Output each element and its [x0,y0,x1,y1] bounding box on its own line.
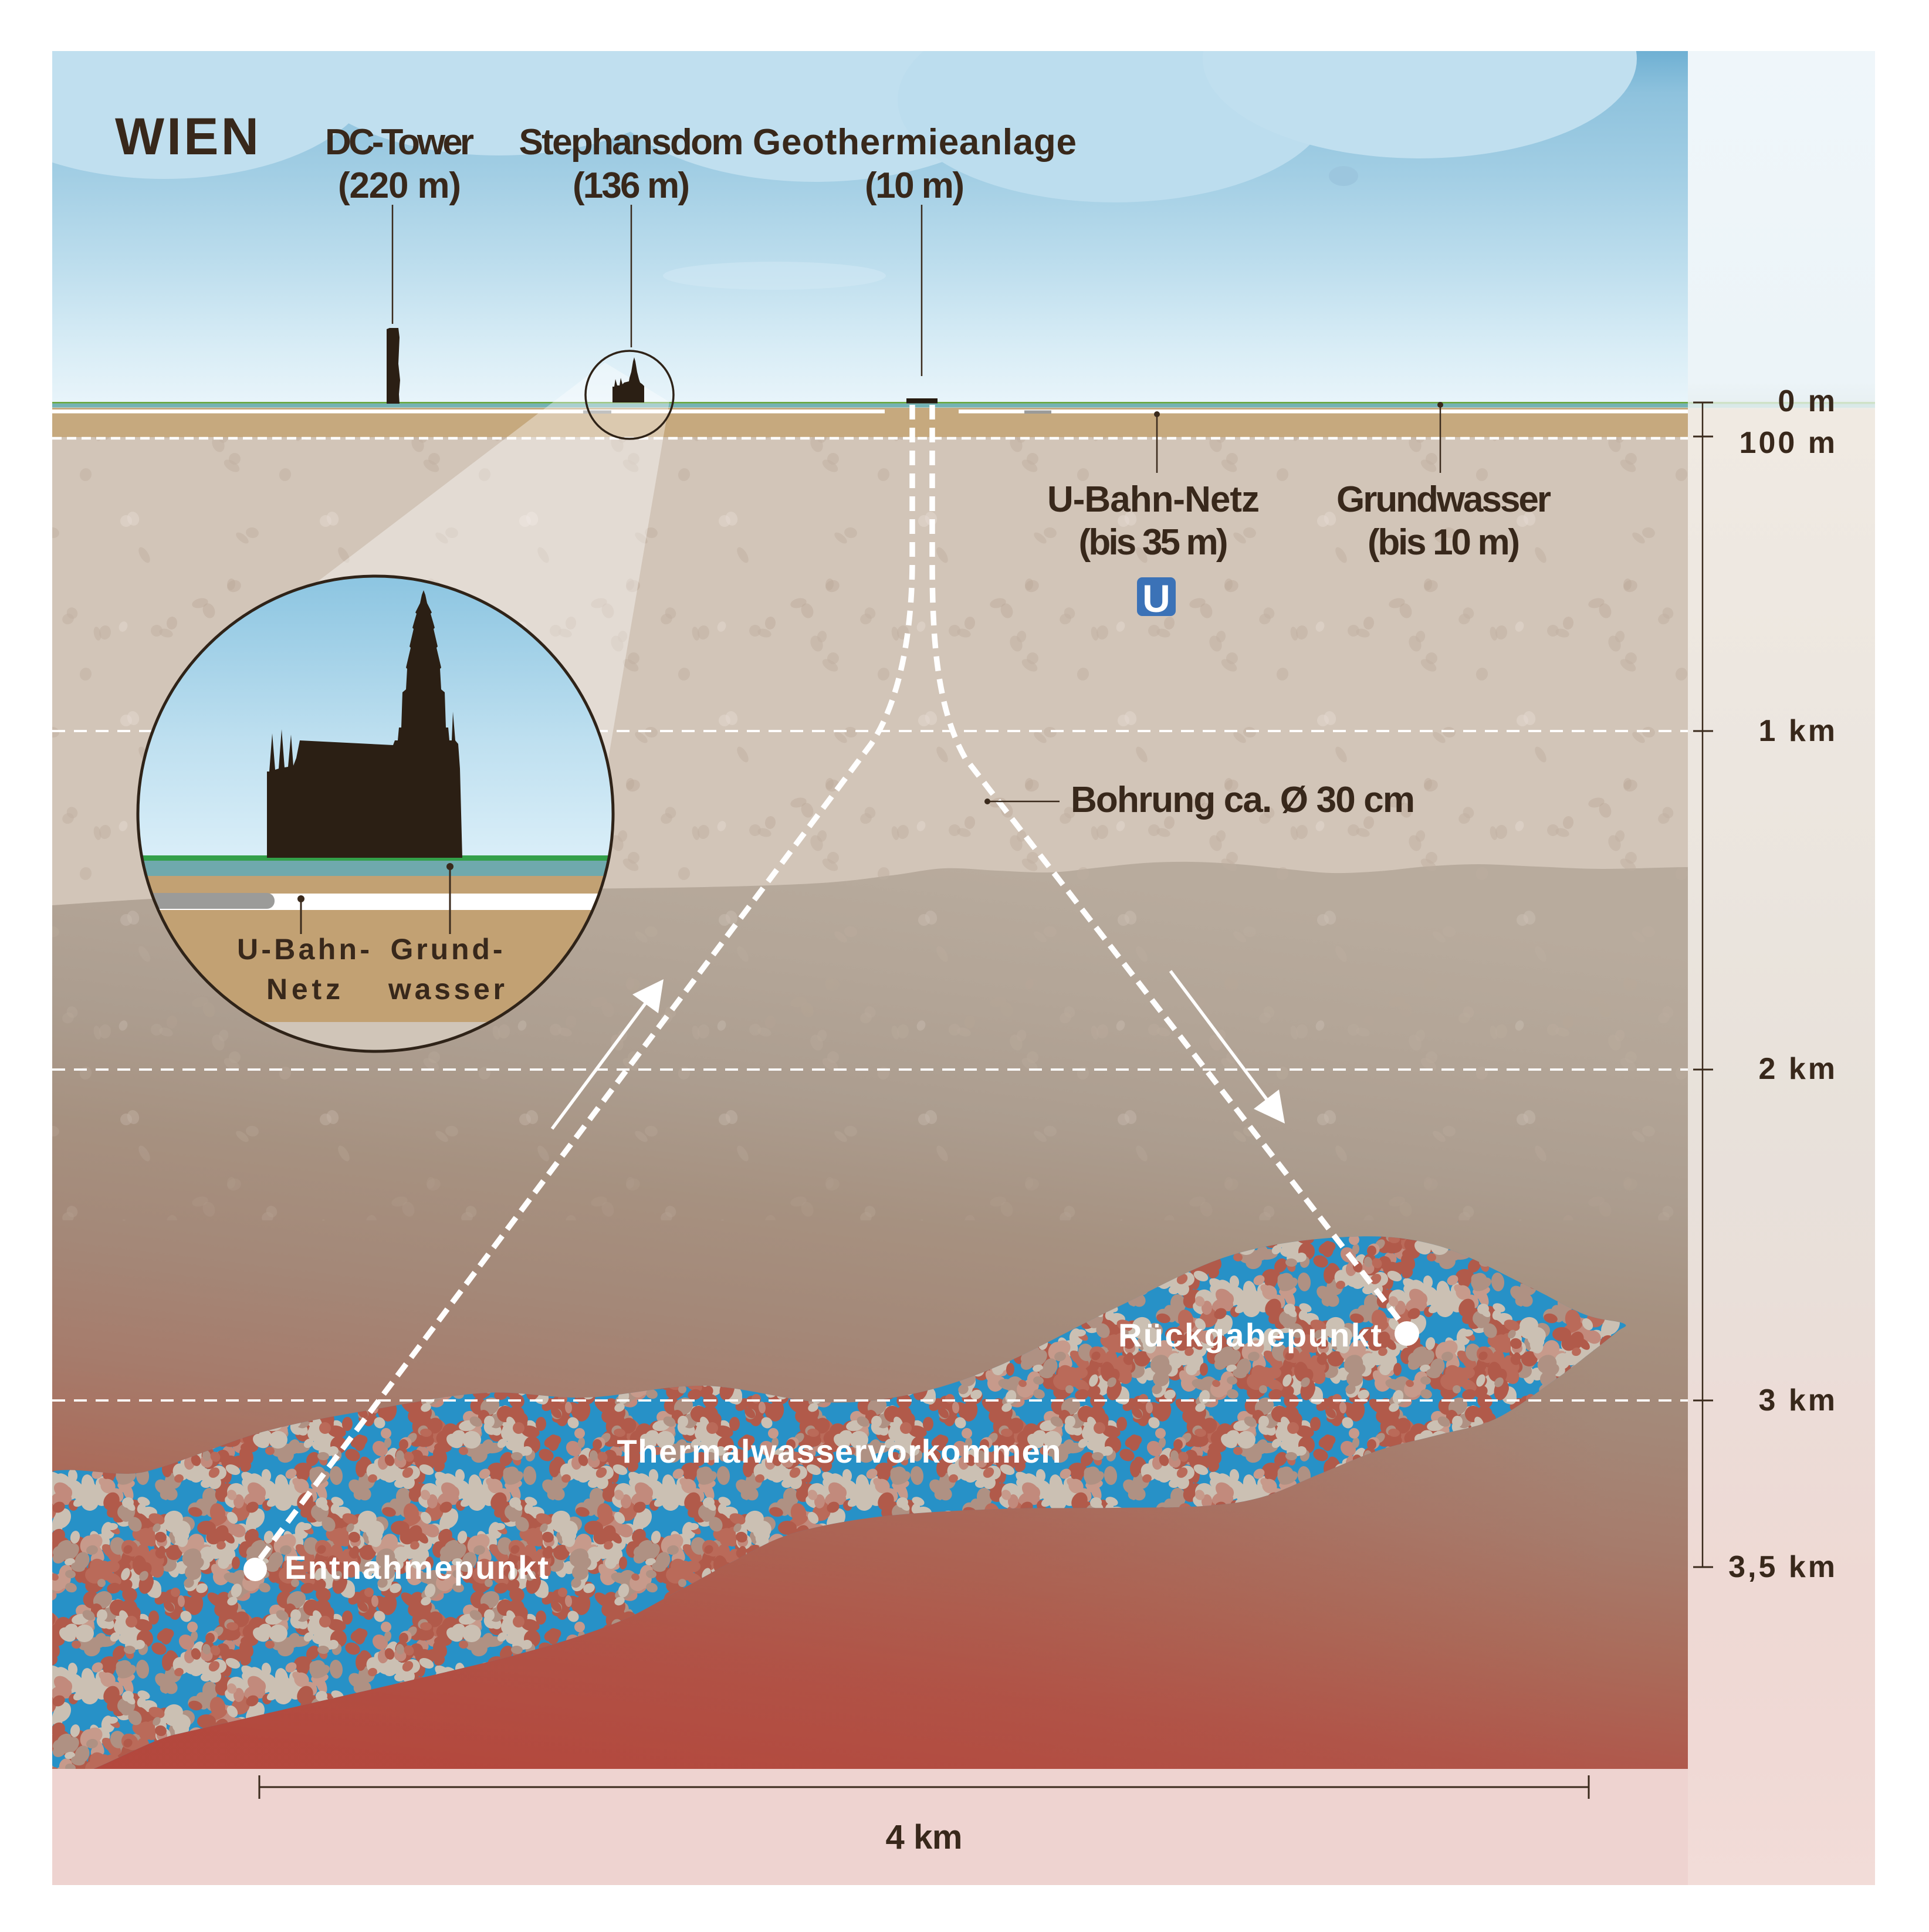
svg-text:Geothermieanlage: Geothermieanlage [753,122,1077,163]
svg-text:(10 m): (10 m) [865,165,964,206]
svg-text:Entnahmepunkt: Entnahmepunkt [285,1549,549,1586]
svg-text:1 km: 1 km [1758,714,1837,748]
svg-text:100 m: 100 m [1740,426,1837,460]
svg-text:3,5 km: 3,5 km [1728,1550,1837,1584]
svg-text:Stephansdom: Stephansdom [519,122,744,163]
svg-text:Thermalwasservorkommen: Thermalwasservorkommen [617,1433,1061,1470]
svg-text:U-Bahn-: U-Bahn- [237,933,370,966]
svg-text:Grund-: Grund- [391,933,503,966]
svg-text:2 km: 2 km [1758,1052,1837,1086]
svg-text:Netz: Netz [266,973,340,1006]
svg-text:Grundwasser: Grundwasser [1336,479,1551,520]
svg-text:WIEN: WIEN [115,107,259,165]
svg-text:wasser: wasser [388,973,505,1006]
svg-text:Bohrung ca. Ø 30 cm: Bohrung ca. Ø 30 cm [1071,780,1415,820]
svg-text:Rückgabepunkt: Rückgabepunkt [1118,1317,1382,1354]
svg-text:4 km: 4 km [886,1818,963,1856]
svg-text:(bis 10 m): (bis 10 m) [1368,522,1520,563]
svg-text:(220 m): (220 m) [338,165,461,206]
svg-text:DC-Tower: DC-Tower [325,122,474,163]
svg-text:(136 m): (136 m) [573,165,690,206]
svg-text:U: U [1142,577,1170,620]
svg-text:0 m: 0 m [1778,384,1837,418]
svg-text:U-Bahn-Netz: U-Bahn-Netz [1047,479,1260,520]
svg-text:(bis 35 m): (bis 35 m) [1079,522,1229,563]
svg-text:3 km: 3 km [1758,1383,1837,1417]
